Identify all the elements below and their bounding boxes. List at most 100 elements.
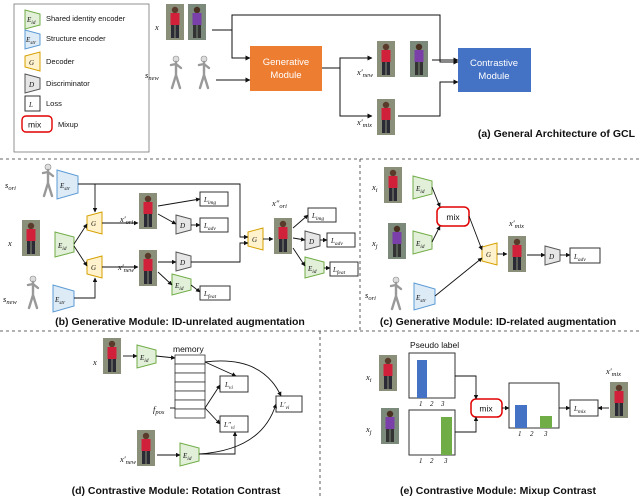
tick: 2 bbox=[430, 457, 434, 465]
pseudo-label-title: Pseudo label bbox=[410, 340, 459, 350]
svg-text:D: D bbox=[28, 81, 34, 89]
svg-text:G: G bbox=[252, 236, 257, 244]
svg-text:Ladv: Ladv bbox=[330, 237, 343, 247]
legend-discriminator-symbol bbox=[24, 73, 41, 94]
legend-eid-symbol bbox=[24, 9, 41, 30]
svg-text:Eid: Eid bbox=[415, 185, 425, 195]
mixed-chart: 1 2 3 bbox=[508, 382, 560, 438]
pose-image bbox=[389, 275, 403, 311]
label-x-mix: x′mix bbox=[356, 117, 372, 129]
disc-b2 bbox=[175, 251, 192, 272]
label-x-new: x′new bbox=[356, 67, 374, 79]
svg-text:L: L bbox=[28, 101, 33, 109]
svg-text:Lfeat: Lfeat bbox=[203, 290, 217, 300]
svg-text:Estr: Estr bbox=[54, 296, 66, 306]
svg-text:Limg: Limg bbox=[203, 196, 216, 206]
person-image bbox=[22, 220, 40, 256]
tick: 1 bbox=[419, 400, 423, 408]
memory-label: memory bbox=[173, 344, 204, 354]
person-image bbox=[377, 99, 395, 135]
label-x: x bbox=[154, 22, 159, 32]
person-image bbox=[610, 382, 628, 418]
svg-text:Eid: Eid bbox=[139, 354, 149, 364]
svg-text:D: D bbox=[179, 222, 185, 230]
person-image bbox=[166, 4, 184, 40]
svg-text:x′mix: x′mix bbox=[605, 366, 621, 378]
svg-text:Module: Module bbox=[478, 71, 509, 82]
svg-text:mix: mix bbox=[28, 120, 42, 130]
tick: 1 bbox=[518, 430, 522, 438]
decoder-g1 bbox=[86, 211, 103, 235]
svg-text:x′mix: x′mix bbox=[508, 218, 524, 230]
pseudo-chart-j: 1 2 3 bbox=[408, 409, 456, 465]
memory-bank bbox=[174, 354, 206, 419]
svg-text:Lmix: Lmix bbox=[573, 405, 586, 415]
legend-decoder-symbol bbox=[24, 51, 41, 72]
svg-text:x: x bbox=[7, 238, 12, 248]
svg-text:G: G bbox=[91, 264, 96, 272]
person-image bbox=[508, 236, 526, 272]
svg-text:snew: snew bbox=[3, 294, 17, 306]
svg-text:Eid: Eid bbox=[182, 452, 192, 462]
svg-text:x′new: x′new bbox=[119, 454, 137, 466]
panel-a: x snew Generative Module Contrastive Mod… bbox=[145, 4, 636, 140]
panel-b: sori x snew Estr Eid Estr G G x′ori x′ne… bbox=[3, 162, 359, 328]
person-image bbox=[139, 250, 157, 286]
person-image bbox=[410, 41, 428, 77]
pose-image bbox=[197, 54, 211, 90]
svg-text:G: G bbox=[29, 59, 34, 67]
svg-text:Ladv: Ladv bbox=[573, 253, 586, 263]
legend-mix-label: Mixup bbox=[58, 120, 78, 129]
svg-text:Estr: Estr bbox=[59, 182, 71, 192]
tick: 2 bbox=[530, 430, 534, 438]
panel-d: x Eid memory fpos Lvi L″vi L′vi x′new Ei… bbox=[72, 338, 303, 497]
svg-text:Estr: Estr bbox=[25, 36, 37, 46]
estr-new bbox=[52, 284, 75, 313]
svg-text:mix: mix bbox=[479, 404, 493, 414]
svg-text:sori: sori bbox=[5, 180, 16, 192]
svg-text:Lfeat: Lfeat bbox=[332, 266, 346, 276]
tick: 1 bbox=[419, 457, 423, 465]
legend-eid-label: Shared identity encoder bbox=[46, 14, 126, 23]
svg-text:xi: xi bbox=[371, 182, 378, 194]
legend-decoder-label: Decoder bbox=[46, 57, 75, 66]
svg-text:xj: xj bbox=[371, 238, 378, 250]
bar-i-1 bbox=[417, 360, 427, 398]
caption-e: (e) Contrastive Module: Mixup Contrast bbox=[400, 485, 597, 497]
svg-text:D: D bbox=[548, 253, 554, 261]
estr-ori bbox=[56, 169, 79, 200]
panel-dividers bbox=[0, 158, 640, 499]
contrastive-module-box bbox=[458, 48, 531, 92]
bar-mix-3 bbox=[540, 416, 552, 428]
legend-estr-label: Structure encoder bbox=[46, 34, 106, 43]
tick: 2 bbox=[430, 400, 434, 408]
svg-text:x′ori: x′ori bbox=[119, 214, 133, 226]
caption-d: (d) Contrastive Module: Rotation Contras… bbox=[72, 485, 281, 497]
svg-text:Eid: Eid bbox=[174, 282, 184, 292]
legend-estr-symbol bbox=[24, 29, 41, 50]
person-image bbox=[388, 223, 406, 259]
person-image bbox=[381, 408, 399, 444]
panel-e: Pseudo label xi xj 1 2 3 1 2 3 mix 1 2 3 bbox=[365, 340, 628, 497]
svg-text:x′new: x′new bbox=[117, 262, 135, 274]
svg-text:Lvi: Lvi bbox=[224, 381, 233, 391]
svg-text:Eid: Eid bbox=[57, 242, 67, 252]
eid-x bbox=[54, 231, 75, 258]
svg-text:D: D bbox=[308, 238, 314, 246]
generative-module-label: Generative bbox=[263, 57, 309, 68]
person-image bbox=[274, 218, 292, 254]
caption-b: (b) Generative Module: ID-unrelated augm… bbox=[55, 316, 305, 328]
svg-text:sori: sori bbox=[365, 290, 376, 302]
svg-text:mix: mix bbox=[446, 212, 460, 222]
svg-text:Limg: Limg bbox=[311, 212, 324, 222]
tick: 3 bbox=[440, 400, 445, 408]
generative-module-box bbox=[250, 46, 322, 91]
pose-image bbox=[169, 54, 183, 90]
legend: Eid Shared identity encoder Estr Structu… bbox=[13, 3, 150, 153]
caption-a: (a) General Architecture of GCL bbox=[478, 128, 636, 140]
person-image bbox=[103, 338, 121, 374]
svg-text:x: x bbox=[92, 357, 97, 367]
svg-text:Eid: Eid bbox=[415, 240, 425, 250]
person-image bbox=[377, 41, 395, 77]
